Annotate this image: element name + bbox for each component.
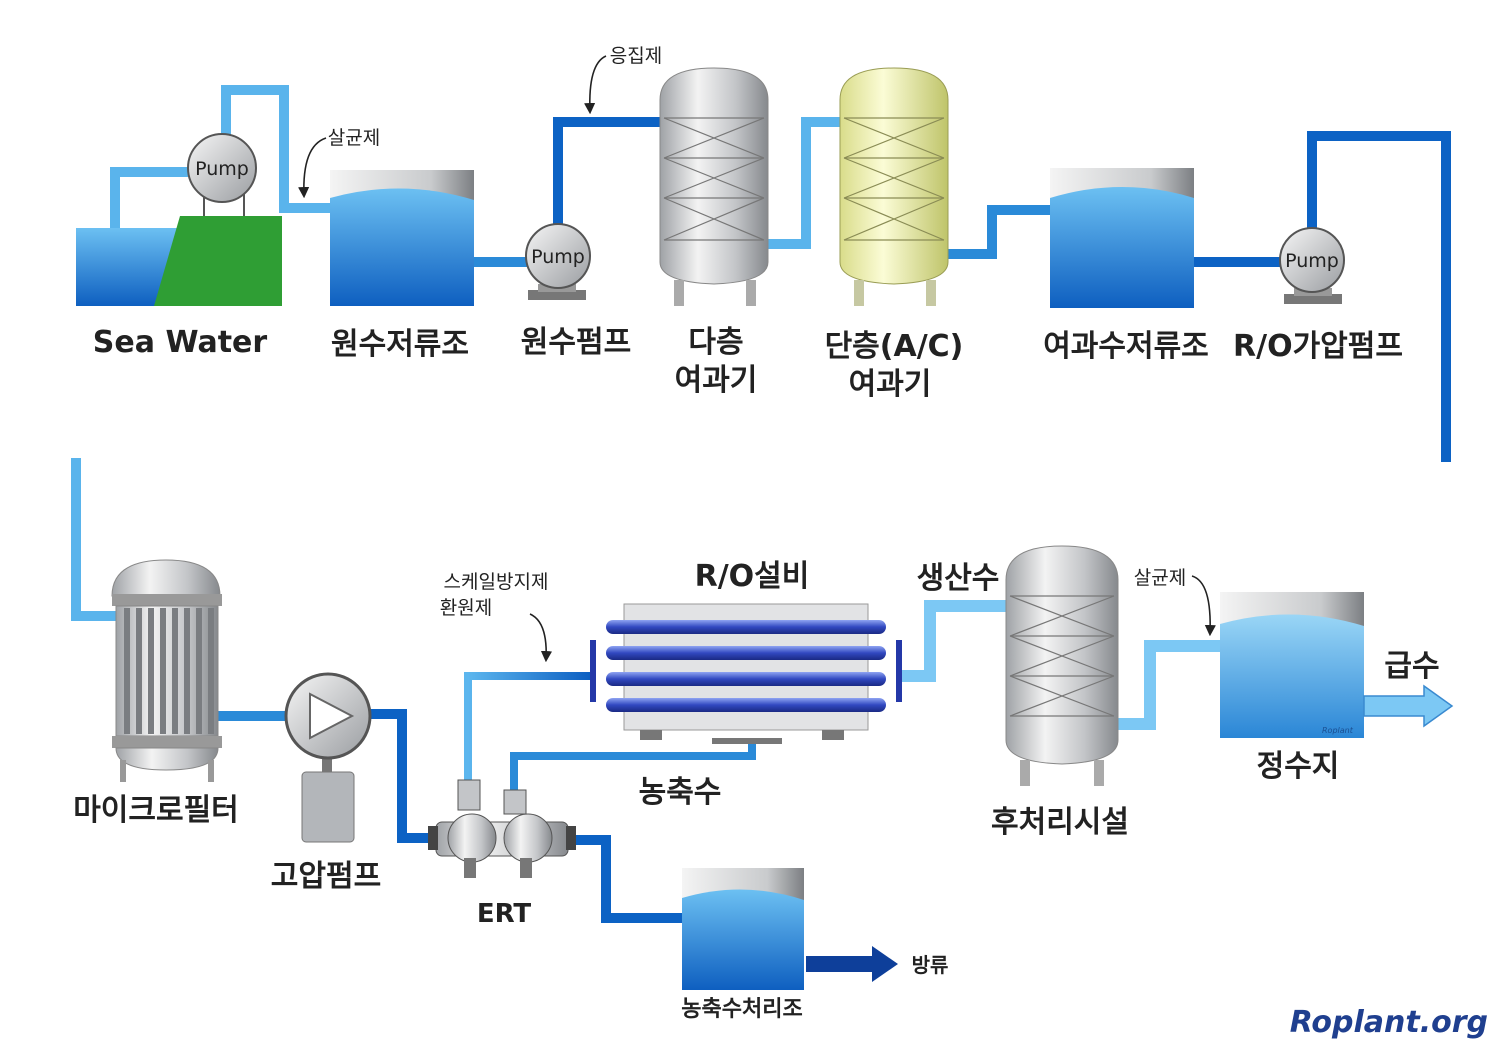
- label-coagulant: 응집제: [610, 45, 662, 67]
- discharge-arrow-icon: [806, 946, 898, 982]
- ro-membrane-tube: [606, 672, 886, 686]
- label-concentrate: 농축수: [639, 775, 722, 810]
- labels: Sea Water 원수저류조 원수펌프 다층 여과기 단층(A/C) 여과기 …: [73, 45, 1488, 1040]
- pipe-multi-to-ac: [768, 117, 840, 249]
- raw-water-tank: [330, 170, 474, 306]
- pipe-intake-riser: [221, 85, 332, 213]
- label-raw-tank: 원수저류조: [331, 327, 469, 362]
- energy-recovery-turbine: [428, 779, 576, 878]
- pipe-ro-to-post: [900, 600, 1008, 682]
- booster-pump-body: [1279, 227, 1345, 293]
- raw-pump-label: Pump: [531, 246, 585, 268]
- raw-pump-body: [525, 223, 591, 289]
- label-micro-filter: 마이크로필터: [73, 793, 239, 828]
- micro-filter: [111, 559, 222, 782]
- pipe-post-to-well: [1118, 640, 1222, 730]
- pipe-intake-loop: [110, 167, 188, 228]
- label-sea-water: Sea Water: [93, 325, 268, 360]
- high-pressure-pump: [284, 672, 372, 843]
- pipes: [71, 85, 1451, 923]
- pipe-booster-riser: [1307, 131, 1451, 462]
- label-product-water: 생산수: [917, 561, 1000, 596]
- ro-membrane-tube: [606, 620, 886, 634]
- ro-booster-pump: Pump: [1279, 227, 1345, 304]
- pipe-ert-to-brine: [562, 835, 682, 923]
- label-multi-filter-line1: 다층: [688, 325, 743, 360]
- watermark-roplant: Roplant.org: [1290, 1005, 1488, 1040]
- label-booster-pump: R/O가압펌프: [1233, 329, 1403, 364]
- play-arrow-icon: [309, 692, 355, 740]
- raw-pump: Pump: [525, 223, 591, 300]
- booster-pump-label: Pump: [1285, 250, 1339, 272]
- pipe-hp-to-ert: [368, 709, 440, 843]
- intake-pump: Pump: [187, 133, 257, 216]
- intake-pump-body: [187, 133, 257, 203]
- post-treatment-vessel: [1005, 545, 1119, 786]
- clear-well-tank: Roplant: [1220, 592, 1364, 738]
- label-hp-pump: 고압펌프: [271, 859, 381, 894]
- label-ac-filter-line2: 여과기: [849, 367, 932, 402]
- label-antiscalant: 스케일방지제: [444, 571, 549, 593]
- supply-arrow-icon: [1363, 684, 1454, 728]
- label-filtered-tank: 여과수저류조: [1043, 329, 1209, 364]
- chemical-dosing-arrows: [298, 55, 1216, 663]
- pipe-ert-to-ro: [464, 672, 590, 790]
- label-ert: ERT: [477, 899, 532, 929]
- pipe-concentrate: [510, 742, 756, 800]
- label-clear-well: 정수지: [1257, 749, 1340, 784]
- intake-pump-label: Pump: [195, 158, 249, 180]
- activated-carbon-filter: [839, 67, 949, 306]
- label-supply: 급수: [1384, 649, 1439, 684]
- ro-membrane-tube: [606, 646, 886, 660]
- concentrate-treatment-tank: [682, 868, 804, 990]
- label-disinfectant-2: 살균제: [1134, 567, 1186, 589]
- label-ac-filter-line1: 단층(A/C): [825, 329, 964, 364]
- small-brand-mark: Roplant: [1322, 726, 1354, 735]
- pipe-ac-to-filtered: [948, 205, 1052, 259]
- label-ro-unit: R/O설비: [695, 559, 810, 594]
- ro-unit: [590, 603, 902, 744]
- label-raw-pump: 원수펌프: [521, 325, 631, 360]
- label-multi-filter-line2: 여과기: [675, 363, 758, 398]
- label-post-treatment: 후처리시설: [991, 805, 1129, 840]
- label-reductant: 환원제: [440, 597, 492, 619]
- shore-land: [154, 216, 282, 306]
- label-concentrate-tank: 농축수처리조: [681, 997, 802, 1022]
- label-disinfectant-1: 살균제: [328, 127, 380, 149]
- pipe-return-down: [71, 458, 118, 621]
- multimedia-filter: [659, 67, 769, 306]
- ro-membrane-tube: [606, 698, 886, 712]
- pipe-pump-to-multi: [553, 117, 660, 228]
- label-discharge: 방류: [912, 953, 949, 977]
- filtered-water-tank: [1050, 168, 1194, 308]
- sea-water: [76, 216, 282, 306]
